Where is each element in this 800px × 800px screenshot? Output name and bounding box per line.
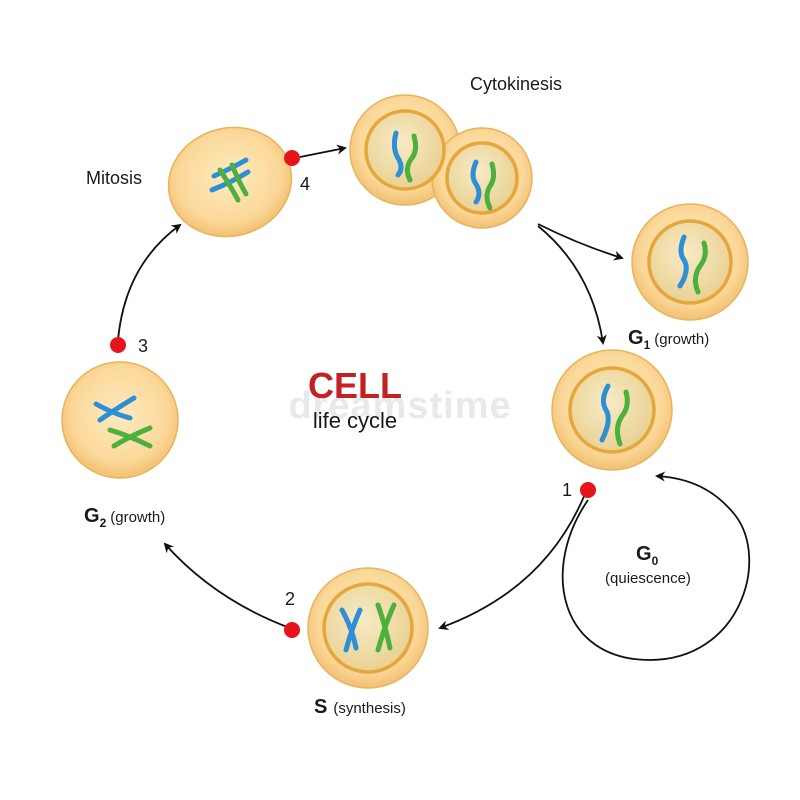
s-phase-cell [307,567,429,689]
g1-label: G1(growth) [628,327,709,352]
s-desc: (synthesis) [333,700,406,717]
arrow-cytokinesis-to-interphase [537,225,607,345]
g0-letter: G [636,543,652,565]
mitosis-chromosomes [209,157,251,203]
checkpoint-2-dot [284,622,300,638]
svg-text:G1(growth): G1(growth) [628,327,709,352]
watermark-text: dreamstime [288,385,511,427]
checkpoint-3-dot [110,337,126,353]
g2-subscript: 2 [100,516,107,530]
svg-text:G0: G0 [636,543,659,568]
s-letter: S [314,696,327,718]
g1-cell [631,203,749,321]
svg-text:G2(growth): G2(growth) [84,505,165,530]
g1-subscript: 1 [644,338,651,352]
g0-label: G0 (quiescence) [605,543,691,587]
cytokinesis-label: Cytokinesis [470,74,562,94]
checkpoint-3-label: 3 [138,336,148,356]
mitosis-label: Mitosis [86,168,142,188]
arrow-mitosis-to-cytokinesis [299,144,347,158]
arrow-s-to-g2 [163,542,291,629]
g0-desc: (quiescence) [605,570,691,587]
s-label: S (synthesis) [314,696,406,718]
g2-desc: (growth) [110,509,165,526]
checkpoint-4-dot [284,150,300,166]
checkpoint-4-label: 4 [300,174,310,194]
arrow-g0-loop [561,471,751,661]
g2-label: G2(growth) [84,505,165,530]
mitosis-cell [167,126,293,238]
checkpoint-1-label: 1 [562,480,572,500]
g0-subscript: 0 [652,554,659,568]
g2-cell [61,361,179,479]
g1-letter: G [628,327,644,349]
checkpoint-1-dot [580,482,596,498]
checkpoint-2-label: 2 [285,589,295,609]
g2-letter: G [84,505,100,527]
interphase-cell [551,349,673,471]
title-sub: life cycle [313,408,397,433]
arrow-g2-to-mitosis [117,223,182,341]
svg-text:S(synthesis): S (synthesis) [314,696,406,718]
g1-desc: (growth) [654,331,709,348]
title-main: CELL [308,365,402,406]
checkpoints [110,150,596,638]
arrow-checkpoint1-to-s [438,493,586,630]
cycle-arrows [117,144,751,661]
arrow-cytokinesis-to-g1-cell [537,223,624,261]
cytokinesis-cells [349,94,533,229]
